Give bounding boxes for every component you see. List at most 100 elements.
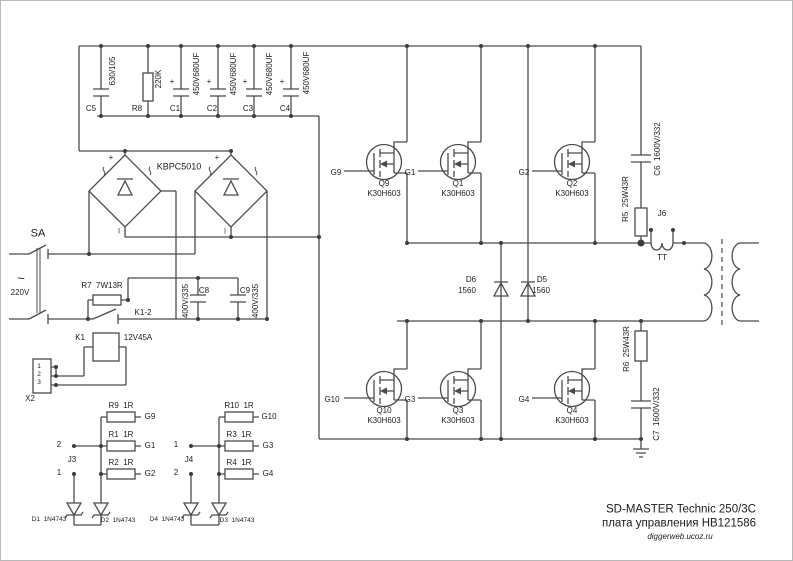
main-transformer [703,239,759,325]
label-j3: J3 [67,455,77,464]
label-q10-part: K30H603 [367,416,401,425]
ac-squiggle-icon [102,166,258,176]
label-c2-value: 450V680UF [229,52,238,96]
label-c2: C2 [206,104,218,113]
title-line-1: SD-MASTER Technic 250/3C [606,503,756,516]
label-mains-voltage: 220V [10,288,30,297]
label-d5: D5 [536,275,548,284]
label-r5: R5 25W43R [621,176,630,222]
label-c5-value: 630/105 [108,56,117,86]
label-r9: R9 1R [108,401,134,410]
net-g1: G1 [144,441,156,450]
snubber-c6-r5 [631,46,651,243]
label-j6: J6 [657,209,667,218]
input-cap-bank [93,46,299,116]
j4-pin-1: 1 [173,440,179,449]
bridge-rectifiers [88,154,268,228]
label-c1-value: 450V680UF [192,52,201,96]
snubber-r6-c7 [631,321,651,458]
label-q4: Q4 [566,406,578,415]
label-c4-value: 450V680UF [302,51,311,95]
label-c8-value: 400V/335 [181,283,190,319]
label-q2-part: K30H603 [555,189,589,198]
gate-g4: G4 [518,395,530,404]
clamp-diode-d6 [492,243,510,439]
label-q10: Q10 [376,406,392,415]
net-g3: G3 [262,441,274,450]
gate-network-j4 [181,411,259,526]
junction-dots [54,44,686,476]
mosfet-q4-symbol [531,321,596,439]
minus-mark: l [224,228,226,236]
mosfet-q10-symbol [343,321,408,439]
gate-g2: G2 [518,168,530,177]
label-q9: Q9 [378,179,390,188]
gate-g3: G3 [404,395,416,404]
soft-start-circuit [87,277,267,324]
label-r6: R6 25W43R [622,326,631,372]
x2-pin-2: 2 [37,370,41,378]
label-r8: R8 [131,104,143,113]
plus-mark: + [242,77,248,86]
plus-mark: + [279,77,285,86]
mosfet-q3-symbol [417,321,482,439]
label-q2: Q2 [566,179,578,188]
label-c9-value: 400V/335 [251,283,260,319]
mosfet-q2-symbol [531,46,596,243]
gate-g10: G10 [324,395,340,404]
minus-mark: l [118,228,120,236]
label-d2: D2 1N4743 [100,516,136,524]
mosfet-q1-symbol [417,46,482,243]
label-k1-value: 12V45A [123,333,153,342]
title-line-2: плата управления HB121586 [601,517,757,530]
j4-pin-2: 2 [173,468,179,477]
label-c1: C1 [169,104,181,113]
mosfet-q9-symbol [343,46,408,243]
j3-pin-2: 2 [56,440,62,449]
net-g9: G9 [144,412,156,421]
label-tt: TT [657,253,667,262]
label-j4: J4 [184,455,194,464]
clamp-diode-d5 [519,46,537,321]
x2-pin-3: 3 [37,378,41,386]
plus-mark: + [214,153,220,162]
label-q1: Q1 [452,179,464,188]
mains-switch-sa [9,190,268,324]
label-c4: C4 [279,104,291,113]
label-sa-switch: SA [30,227,46,240]
label-d4: D4 1N4743 [149,515,185,523]
label-d3: D3 1N4743 [219,516,255,524]
gate-network-j3 [64,411,141,526]
ac-source-icon: ~ [17,270,25,286]
label-r8-value: 220K [154,69,163,89]
plus-mark: + [169,77,175,86]
label-bridge-part: KBPC5010 [156,161,202,172]
label-r4: R4 1R [226,458,252,467]
label-k1-2-contact: K1-2 [134,308,152,317]
label-d1: D1 1N4743 [31,515,67,523]
label-r10: R10 1R [224,401,254,410]
relay-k1 [32,332,127,394]
plus-mark: + [206,77,212,86]
label-r7: R7 7W13R [81,281,123,290]
label-c6: C6 1600V/332 [653,122,662,176]
label-c5: C5 [85,104,97,113]
label-x2: X2 [25,394,35,403]
j3-pin-1: 1 [56,468,62,477]
net-g2: G2 [144,469,156,478]
label-d6: D6 [465,275,477,284]
label-q4-part: K30H603 [555,416,589,425]
label-r2: R2 1R [108,458,134,467]
label-d6-value: 1560 [458,286,476,295]
label-q1-part: K30H603 [441,189,475,198]
x2-pin-1: 1 [37,362,41,370]
label-r3: R3 1R [226,430,252,439]
net-g10: G10 [261,412,277,421]
x2-connector [32,358,52,394]
label-q3-part: K30H603 [441,416,475,425]
label-c7: C7 1600V/332 [652,387,661,441]
label-q3: Q3 [452,406,464,415]
plus-mark: + [108,153,114,162]
